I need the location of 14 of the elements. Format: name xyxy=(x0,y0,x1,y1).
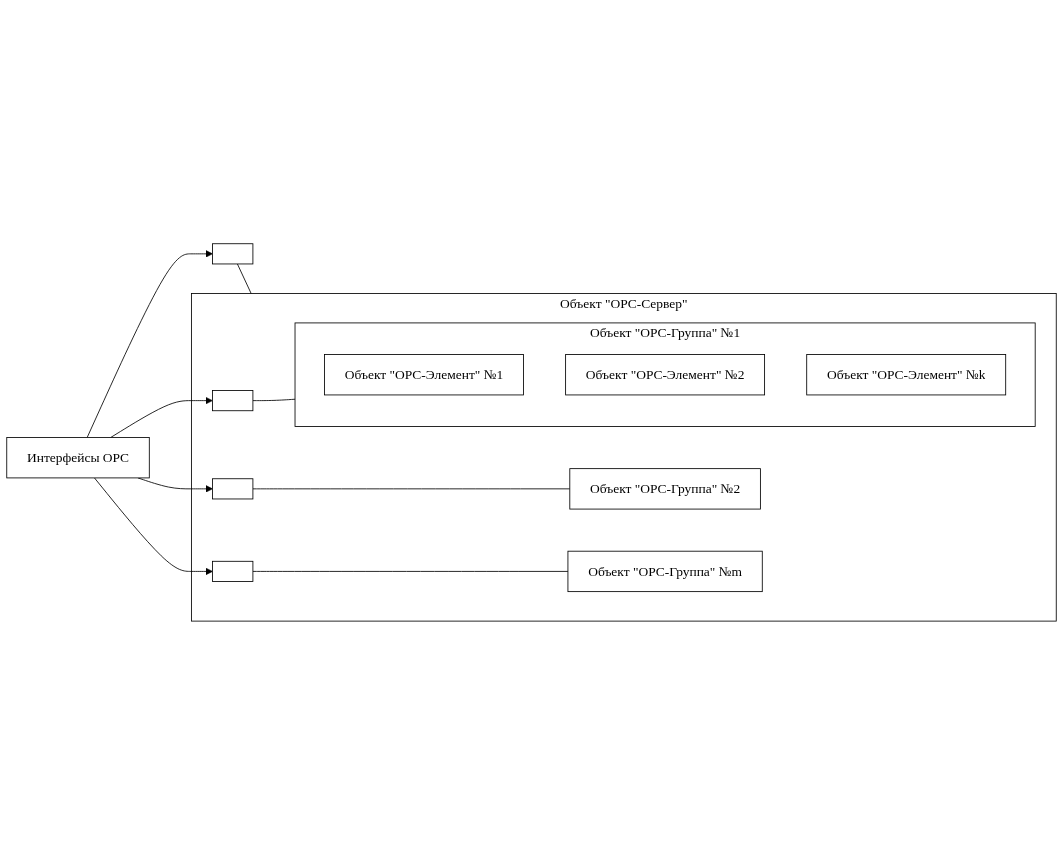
node-box xyxy=(212,478,254,500)
connector xyxy=(252,488,571,490)
node-box xyxy=(212,390,254,412)
connector xyxy=(236,263,252,294)
connector xyxy=(252,571,569,572)
node-box: Объект "OPC-Группа" №m xyxy=(567,550,763,593)
node-box: Объект "OPC-Группа" №2 xyxy=(569,468,761,510)
node-box xyxy=(212,560,254,582)
node-box: Объект "OPC-Элемент" №k xyxy=(806,354,1007,396)
node-box xyxy=(212,243,254,265)
node-box: Объект "OPC-Элемент" №2 xyxy=(565,354,765,396)
node-box: Объект "OPC-Элемент" №1 xyxy=(324,354,524,396)
node-box: Интерфейсы OPC xyxy=(6,437,150,479)
connector xyxy=(252,398,296,402)
